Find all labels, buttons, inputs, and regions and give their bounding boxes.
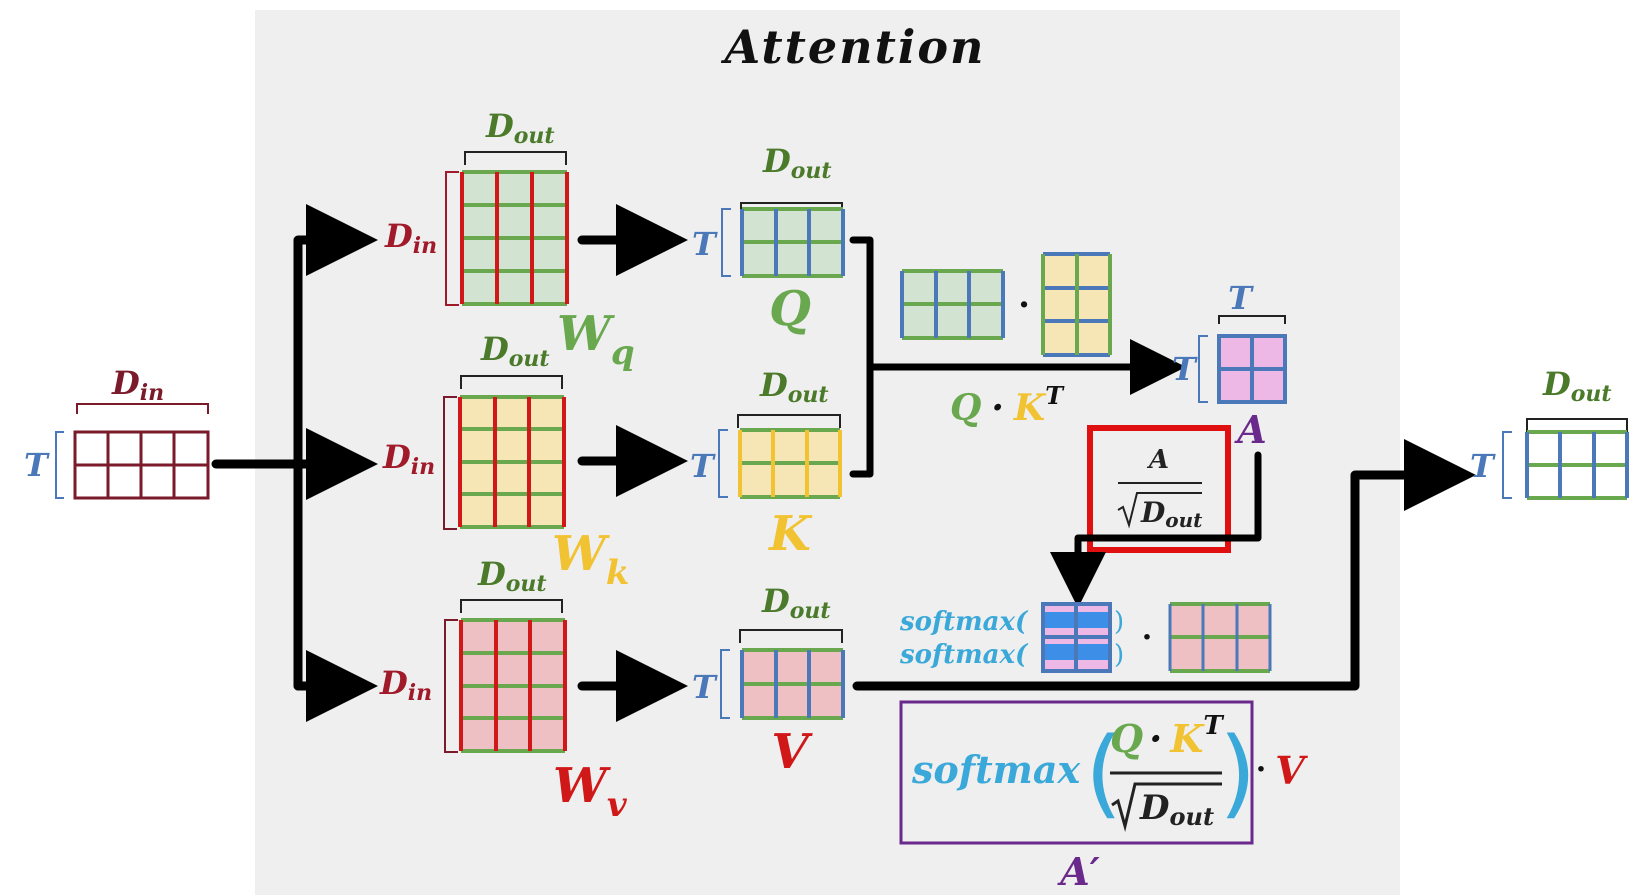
wq-din-label: Din [384,217,437,259]
qk-formula: Q·KT [950,381,1065,429]
wq-label: Wq [557,306,635,373]
v-to-output-arrow [852,439,1476,691]
k-label: K [767,506,813,562]
wq-dout-brace [464,151,567,165]
wv-label: Wv [553,758,628,825]
input-matrix-group: Din T [24,364,210,500]
wv-group: Dout Din Wv [379,555,628,825]
wk-dout-label: Dout [480,330,550,372]
attention-formula-box: softmax ( Q·KT Dout ) · V A′ [899,700,1308,894]
softmax-v-illustration: softmax( softmax( ) ) · [899,602,1272,673]
scaling-numerator: A [1146,445,1169,475]
softmax-row2-close: ) [1114,640,1124,670]
wk-dout-brace [460,375,563,389]
input-t-label: T [24,446,50,484]
a-matrix-group: T T A [1172,279,1287,452]
q-matrix-group: Dout T Q [692,142,845,337]
formula-close-paren: ) [1219,717,1256,829]
qk-dot-glyph: · [1018,285,1030,325]
v-matrix-group: Dout T V [692,582,845,780]
k-matrix-group: Dout T K [690,366,842,562]
wv-dout-label: Dout [477,555,547,597]
q-dout-label: Dout [762,142,832,184]
wq-din-brace [445,171,459,306]
output-t-label: T [1470,447,1496,485]
a-top-t-label: T [1228,279,1254,317]
a-label: A [1234,407,1266,452]
input-matrix [73,430,210,500]
k-dout-label: Dout [759,366,829,408]
scaling-box: A Dout [1087,425,1231,553]
softmax-dot-glyph: · [1142,620,1152,655]
k-t-label: T [690,447,716,485]
v-dout-label: Dout [761,582,831,624]
output-matrix-group: Dout T [1470,365,1629,500]
formula-v: V [1275,748,1308,793]
softmax-row1-close: ) [1114,607,1124,637]
formula-a-prime: A′ [1057,849,1100,894]
wk-group: Dout Din Wk [382,330,629,593]
diagram-title: Attention [721,20,986,74]
q-t-label: T [692,225,718,263]
wq-dout-label: Dout [485,107,555,149]
qk-product-illustration: · Q·KT [900,252,1112,429]
output-dout-label: Dout [1542,365,1612,407]
q-label: Q [769,281,811,337]
wk-din-brace [443,396,457,530]
projection-arrows [577,204,688,722]
wk-label: Wk [552,526,629,593]
formula-denominator: Dout [1139,788,1214,831]
input-t-brace [55,431,64,499]
input-branch-arrows [211,204,378,722]
input-din-label: Din [111,364,164,406]
wk-din-label: Din [382,438,435,480]
a-to-softmax-arrow [1050,451,1262,608]
wq-group: Dout Din Wq [384,107,635,373]
input-din-brace [76,403,209,414]
formula-dot: · [1256,752,1266,787]
softmax-row2-label: softmax( [899,640,1029,670]
formula-softmax: softmax [911,747,1081,792]
formula-numerator: Q·KT [1110,711,1224,761]
wv-din-label: Din [379,664,432,706]
wv-dout-brace [460,599,563,613]
qk-merge-connector [849,236,1186,478]
wv-din-brace [444,619,458,753]
a-t-label: T [1172,350,1198,388]
v-t-label: T [692,668,718,706]
scaling-denominator: Dout [1140,496,1203,532]
v-label: V [771,724,813,780]
softmax-row1-label: softmax( [899,607,1029,637]
